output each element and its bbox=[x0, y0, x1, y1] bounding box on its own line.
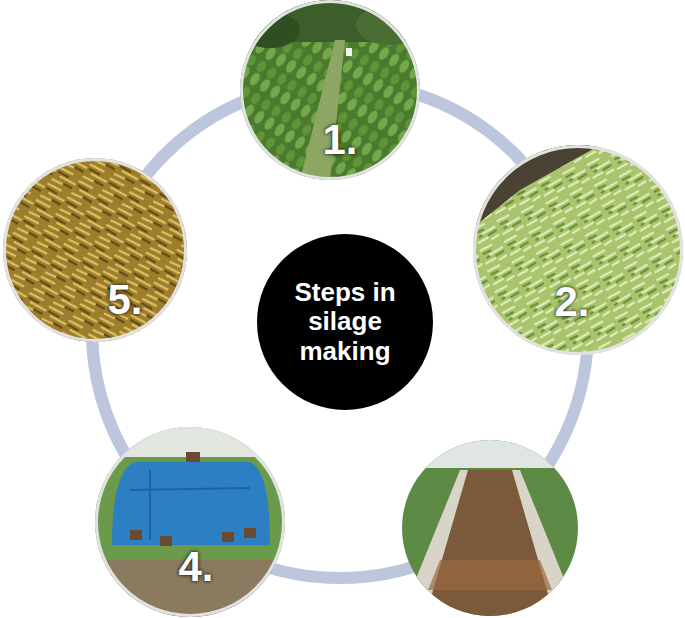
step-number: 2. bbox=[554, 281, 589, 323]
step-number: 1. bbox=[322, 119, 357, 161]
circle-shape bbox=[97, 429, 284, 616]
step-circle: 5. bbox=[3, 158, 187, 342]
diagram-title-text: Steps in silage making bbox=[270, 278, 420, 365]
circle-outline bbox=[473, 145, 683, 355]
circle-outline bbox=[95, 427, 285, 617]
silage-pit-photo bbox=[400, 440, 580, 618]
circle-shape bbox=[5, 160, 186, 341]
cycle-connector bbox=[419, 95, 522, 161]
cycle-connector bbox=[149, 102, 242, 172]
cycle-connector bbox=[92, 344, 125, 453]
circle-outline bbox=[3, 158, 187, 342]
circle-shape bbox=[242, 2, 419, 179]
chopped-fodder-photo bbox=[470, 145, 685, 355]
covered-silo-photo bbox=[95, 427, 285, 618]
title-circle: Steps in silage making bbox=[257, 234, 433, 410]
step-circle: 1. bbox=[240, 0, 420, 180]
circle-shape bbox=[257, 234, 433, 410]
step-circle: 4. bbox=[95, 427, 285, 617]
step-number: 5. bbox=[107, 279, 142, 321]
step-circle: 2. bbox=[473, 145, 683, 355]
step-number: 4. bbox=[178, 546, 213, 588]
circle-shape bbox=[475, 147, 682, 354]
fodder-field-photo bbox=[240, 0, 424, 180]
finished-silage-photo bbox=[0, 155, 190, 345]
